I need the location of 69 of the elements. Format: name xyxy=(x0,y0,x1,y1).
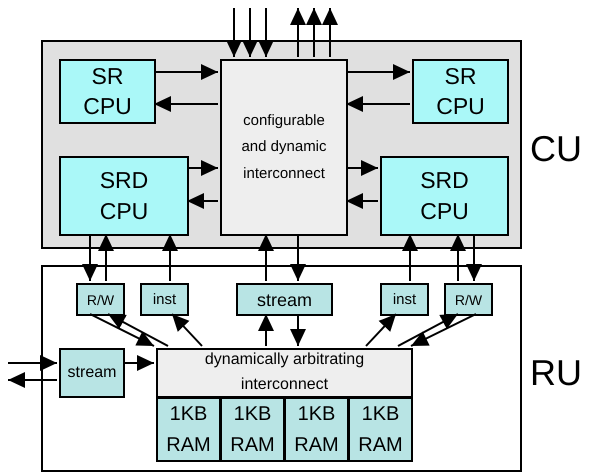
inst-port-box xyxy=(380,283,429,316)
arrow xyxy=(187,193,218,209)
arrow xyxy=(154,96,218,112)
arrow xyxy=(258,234,274,281)
arrow xyxy=(402,234,418,281)
ram-block xyxy=(220,397,285,462)
section-label: RU xyxy=(530,352,582,394)
arrow xyxy=(410,313,476,347)
arrow xyxy=(290,314,306,346)
arrow xyxy=(98,234,114,281)
arrow xyxy=(466,234,482,281)
cu-panel xyxy=(41,40,522,249)
arrow xyxy=(8,355,57,371)
arrow xyxy=(242,8,258,57)
box-label: SR CPU xyxy=(82,62,133,120)
box-label: stream xyxy=(256,290,313,308)
arrow xyxy=(162,234,178,281)
arrow xyxy=(123,355,154,371)
arrow xyxy=(346,193,378,209)
arrow xyxy=(258,8,274,57)
arrow xyxy=(398,313,458,347)
ram-block xyxy=(156,397,221,462)
box-label: 1KB RAM xyxy=(293,402,340,458)
arrow xyxy=(90,313,154,347)
arrow xyxy=(171,313,203,347)
arrow xyxy=(290,234,306,281)
arrow xyxy=(346,96,410,112)
inst-port-box xyxy=(140,283,189,316)
box-label: R/W xyxy=(454,292,484,306)
box-label: 1KB RAM xyxy=(165,402,212,458)
box-label: SR CPU xyxy=(435,62,486,120)
ru-panel xyxy=(41,265,522,472)
arrow xyxy=(346,64,410,80)
cpu-box xyxy=(380,156,509,236)
stream-box xyxy=(236,283,333,316)
box-label: SRD CPU xyxy=(419,166,470,226)
rw-port-box xyxy=(76,283,125,316)
arrow xyxy=(108,313,168,347)
arrow xyxy=(187,160,218,176)
box-label: 1KB RAM xyxy=(357,402,404,458)
box-label: R/W xyxy=(86,292,116,306)
section-label: CU xyxy=(530,128,582,170)
box-label: configurable and dynamic interconnect xyxy=(240,111,328,184)
box-label: inst xyxy=(152,292,178,307)
arrow xyxy=(82,234,98,281)
interconnect-box xyxy=(156,348,413,398)
ram-block xyxy=(348,397,413,462)
box-label: dynamically arbitrating interconnect xyxy=(204,350,366,395)
box-label: stream xyxy=(66,365,118,381)
arrow xyxy=(306,8,322,57)
arrow xyxy=(154,64,218,80)
rw-port-box xyxy=(444,283,493,316)
arrow xyxy=(8,372,57,388)
arrow xyxy=(450,234,466,281)
box-label: 1KB RAM xyxy=(229,402,276,458)
ram-block xyxy=(284,397,349,462)
arrow xyxy=(346,160,378,176)
box-label: SRD CPU xyxy=(98,166,150,226)
box-label: inst xyxy=(392,292,418,307)
cpu-box xyxy=(59,59,156,124)
cpu-box xyxy=(412,59,509,124)
arrow xyxy=(258,314,274,346)
cpu-box xyxy=(59,156,189,236)
arrow xyxy=(290,8,306,57)
arrow xyxy=(365,313,397,347)
interconnect-box xyxy=(220,59,348,236)
stream-box xyxy=(59,348,125,398)
arrow xyxy=(226,8,242,57)
arrow xyxy=(322,8,338,57)
